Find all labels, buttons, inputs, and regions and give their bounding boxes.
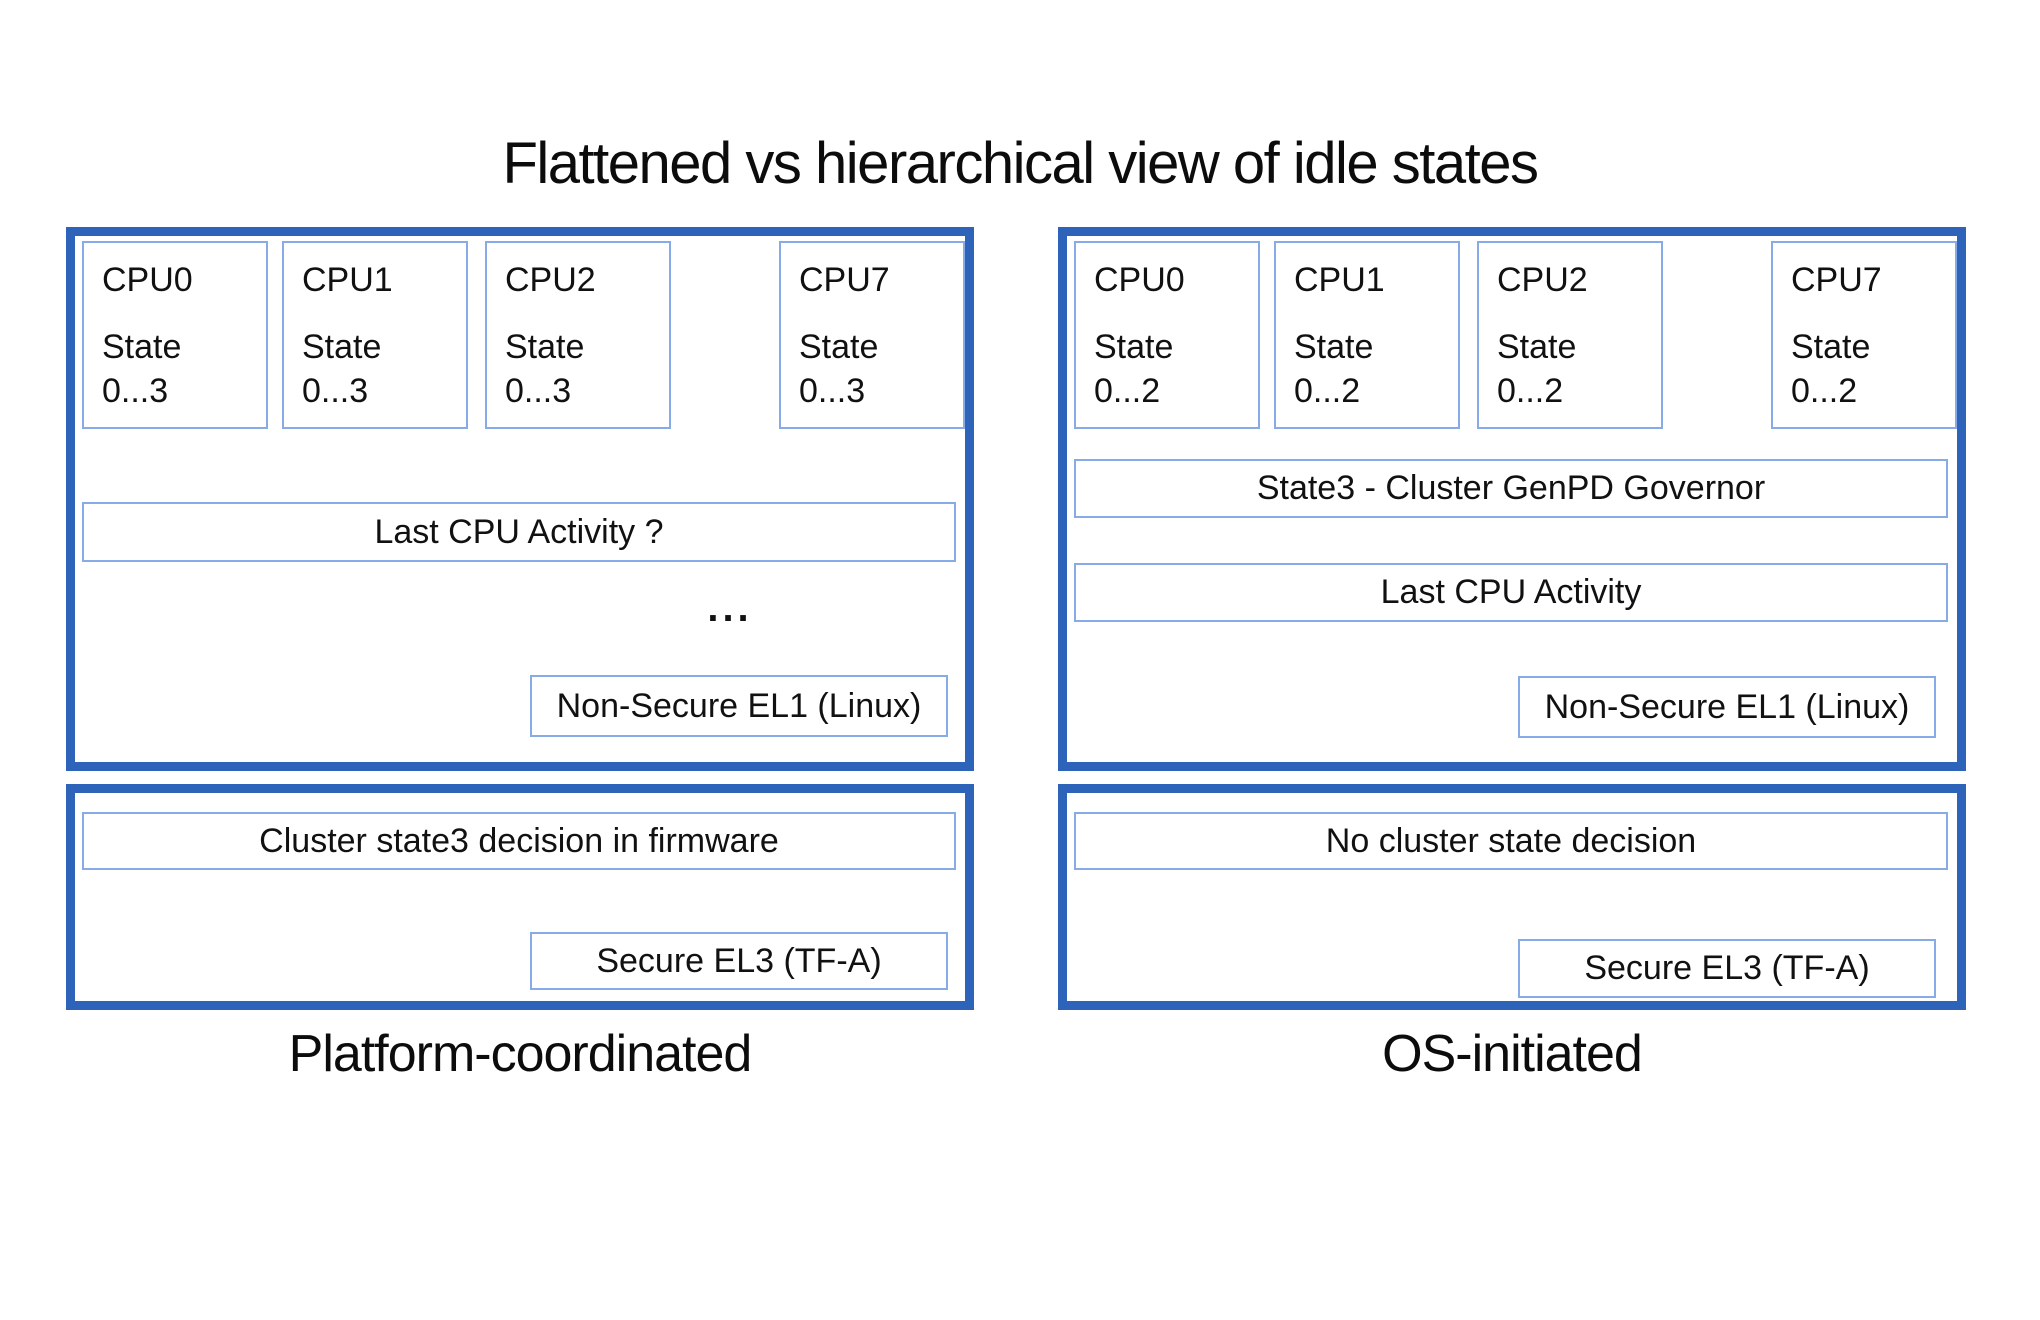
- os-cpu2-box: CPU2 State 0...2: [1477, 241, 1663, 429]
- cpu-state-range: 0...3: [102, 371, 169, 410]
- cpu-label: CPU2: [505, 261, 596, 299]
- platform-coordinated-caption: Platform-coordinated: [288, 1025, 753, 1083]
- cpu-state-range: 0...3: [505, 371, 572, 410]
- os-nonsecure-el1-box: Non-Secure EL1 (Linux): [1518, 676, 1936, 738]
- cpu-state-range: 0...2: [1294, 371, 1361, 410]
- cpu-state: State 0...2: [1294, 325, 1440, 413]
- cpu-state-word: State: [1497, 327, 1577, 366]
- os-cpu7-box: CPU7 State 0...2: [1771, 241, 1957, 429]
- platform-secure-el3-box: Secure EL3 (TF-A): [530, 932, 948, 990]
- cpu-state: State 0...2: [1094, 325, 1240, 413]
- platform-firmware-decision-box: Cluster state3 decision in firmware: [82, 812, 956, 870]
- cpu-label: CPU7: [799, 261, 890, 299]
- page-title: Flattened vs hierarchical view of idle s…: [502, 131, 1539, 196]
- platform-last-cpu-activity-box: Last CPU Activity ?: [82, 502, 956, 562]
- os-initiated-caption: OS-initiated: [1382, 1025, 1643, 1083]
- cpu-state-word: State: [505, 327, 585, 366]
- platform-cpu7-box: CPU7 State 0...3: [779, 241, 965, 429]
- cpu-state-word: State: [799, 327, 879, 366]
- cpu-state: State 0...3: [505, 325, 651, 413]
- platform-nonsecure-el1-box: Non-Secure EL1 (Linux): [530, 675, 948, 737]
- cpu-state-word: State: [1791, 327, 1871, 366]
- cpu-state-range: 0...3: [799, 371, 866, 410]
- cpu-label: CPU1: [1294, 261, 1385, 299]
- os-cpu0-box: CPU0 State 0...2: [1074, 241, 1260, 429]
- platform-cpu0-box: CPU0 State 0...3: [82, 241, 268, 429]
- platform-nonsecure-panel: CPU0 State 0...3 CPU1 State 0...3 CPU2 S…: [66, 227, 974, 771]
- cpu-state: State 0...3: [102, 325, 248, 413]
- cpu-label: CPU1: [302, 261, 393, 299]
- cpu-state-range: 0...2: [1791, 371, 1858, 410]
- cpu-label: CPU2: [1497, 261, 1588, 299]
- cpu-state: State 0...3: [799, 325, 945, 413]
- cpu-state: State 0...2: [1497, 325, 1643, 413]
- os-no-cluster-decision-box: No cluster state decision: [1074, 812, 1948, 870]
- cpu-state-range: 0...2: [1094, 371, 1161, 410]
- os-last-cpu-activity-box: Last CPU Activity: [1074, 563, 1948, 622]
- cpu-ellipsis: ...: [707, 586, 753, 630]
- cpu-state-word: State: [102, 327, 182, 366]
- cpu-state-range: 0...3: [302, 371, 369, 410]
- cpu-label: CPU7: [1791, 261, 1882, 299]
- os-secure-panel: No cluster state decision Secure EL3 (TF…: [1058, 784, 1966, 1010]
- cpu-label: CPU0: [1094, 261, 1185, 299]
- platform-cpu2-box: CPU2 State 0...3: [485, 241, 671, 429]
- cpu-state-word: State: [1294, 327, 1374, 366]
- cpu-state: State 0...2: [1791, 325, 1937, 413]
- cpu-state: State 0...3: [302, 325, 448, 413]
- cpu-state-word: State: [1094, 327, 1174, 366]
- cpu-label: CPU0: [102, 261, 193, 299]
- os-secure-el3-box: Secure EL3 (TF-A): [1518, 939, 1936, 998]
- os-genpd-governor-box: State3 - Cluster GenPD Governor: [1074, 459, 1948, 518]
- cpu-state-range: 0...2: [1497, 371, 1564, 410]
- cpu-state-word: State: [302, 327, 382, 366]
- platform-secure-panel: Cluster state3 decision in firmware Secu…: [66, 784, 974, 1010]
- platform-cpu1-box: CPU1 State 0...3: [282, 241, 468, 429]
- os-cpu1-box: CPU1 State 0...2: [1274, 241, 1460, 429]
- os-nonsecure-panel: CPU0 State 0...2 CPU1 State 0...2 CPU2 S…: [1058, 227, 1966, 771]
